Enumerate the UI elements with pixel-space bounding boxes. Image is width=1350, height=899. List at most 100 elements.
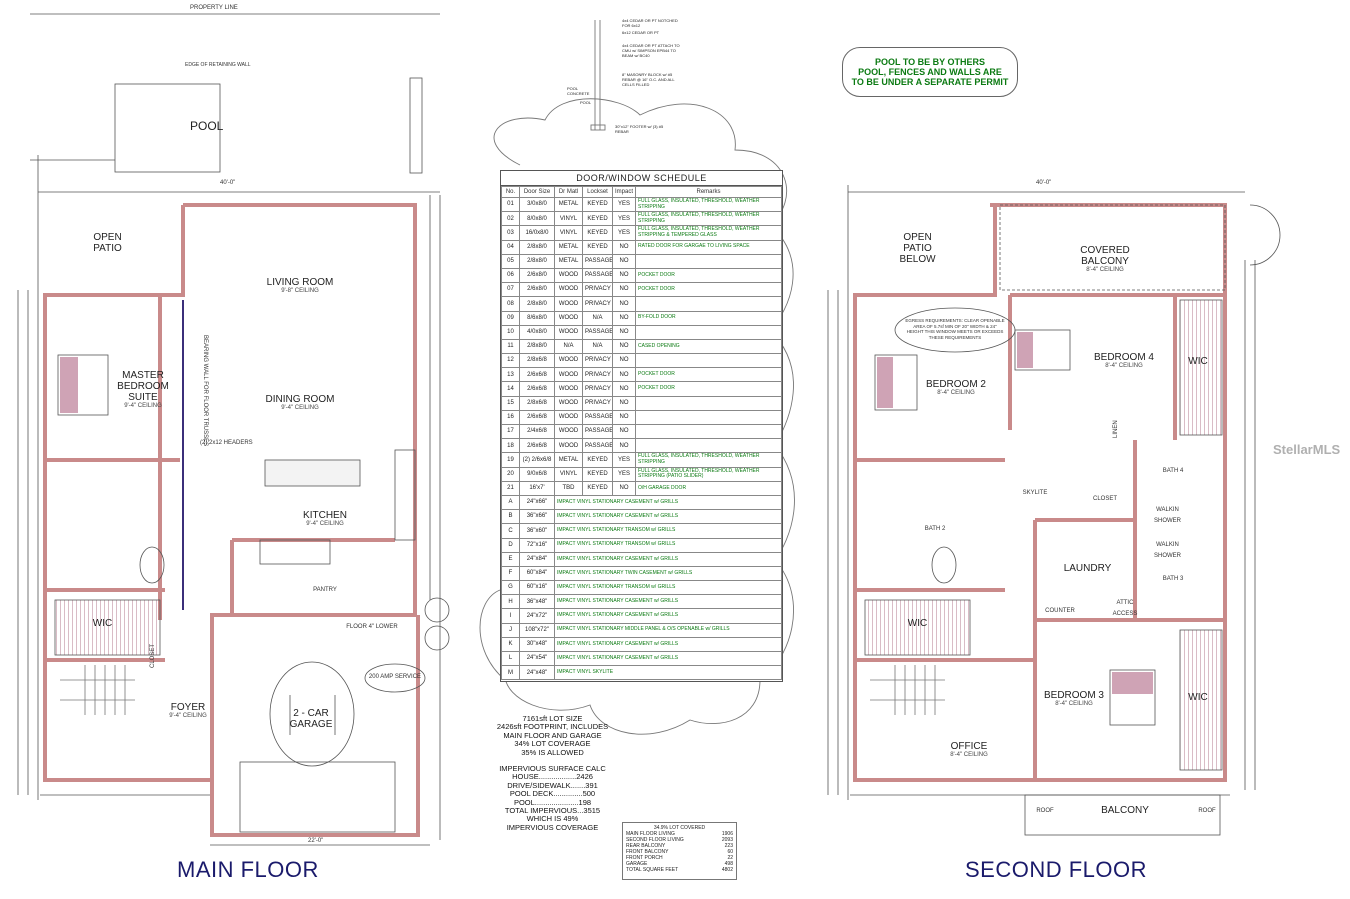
living-room-ceiling: 9'-8" CEILING [281,288,319,294]
covered-balcony-name: COVERED BALCONY [1080,245,1130,267]
schedule-cell: 60"x84" [519,565,555,582]
kitchen-ceiling: 9'-4" CEILING [306,521,344,527]
schedule-cell: PASSAGE [582,324,613,340]
walkin-shower-bath4: WALKIN SHOWER [1154,507,1181,524]
schedule-cell [635,395,782,411]
schedule-cell: 36"x60" [519,523,555,539]
wall-note-7: 30"x12" FOOTER w/ (3) #5 REBAR [615,124,664,134]
bedroom3-ceiling: 8'-4" CEILING [1055,701,1093,707]
skylite-label: SKYLITE [1022,490,1048,496]
schedule-cell: F [501,565,520,582]
schedule-cell: 16 [501,409,520,426]
schedule-cell: 24"x72" [519,608,555,624]
schedule-cell: NO [612,253,636,269]
living-room-name: LIVING ROOM [266,277,334,288]
area-row-label: TOTAL SQUARE FEET [626,867,679,873]
area-table-title: 34.9% LOT COVERED [653,825,706,831]
area-row-label: SECOND FLOOR LIVING [626,837,684,843]
calc-line: POOL DECK..............500 [509,789,596,799]
schedule-cell: NO [612,480,636,496]
schedule-cell: CASED OPENING [635,338,782,355]
foyer-label: FOYER 9'-4" CEILING [162,702,214,720]
open-patio-label: OPEN PATIO [93,232,122,254]
covered-balcony-ceiling: 8'-4" CEILING [1086,267,1124,273]
schedule-cell: WOOD [554,367,583,383]
schedule-cell [635,409,782,426]
foyer-name: FOYER [170,702,206,713]
bath2-label: BATH 2 [924,526,946,532]
pool-label: POOL [190,119,224,133]
floor-lower-label: FLOOR 4" LOWER [346,624,398,630]
living-room-label: LIVING ROOM 9'-8" CEILING [255,277,345,295]
schedule-col-header: Remarks [635,186,782,198]
schedule-cell: 16'x7' [519,480,555,496]
calc-line: DRIVE/SIDEWALK.......391 [507,780,598,790]
open-patio-below-label: OPEN PATIO BELOW [899,232,936,265]
bedroom2-ceiling: 8'-4" CEILING [937,390,975,396]
schedule-cell: KEYED [582,480,613,496]
schedule-cell: PRIVACY [582,367,613,383]
second-wic-label: WIC [907,618,928,629]
schedule-cell: VINYL [554,211,583,227]
schedule-cell: IMPACT VINYL STATIONARY CASEMENT w/ GRIL… [554,594,782,610]
schedule-cell: IMPACT VINYL STATIONARY TWIN CASEMENT w/… [554,565,782,582]
schedule-cell: 2/8x8/0 [519,239,555,255]
linen-label: LINEN [1113,420,1119,438]
schedule-cell: 2/8x6/8 [519,395,555,411]
foyer-ceiling: 9'-4" CEILING [169,713,207,719]
schedule-cell: FULL GLASS, INSULATED, THRESHOLD, WEATHE… [635,196,782,213]
bearing-wall-label: BEARING WALL FOR FLOOR TRUSSES [202,335,208,447]
schedule-col-header: No. [501,186,520,198]
schedule-cell: PASSAGE [582,438,613,454]
service-label: 200 AMP SERVICE [368,674,422,680]
schedule-cell: KEYED [582,466,613,482]
kitchen-name: KITCHEN [303,510,347,521]
pool-note-line2: POOL, FENCES AND WALLS ARE [858,67,1002,77]
pantry-label: PANTRY [313,587,337,593]
schedule-cell: 01 [501,196,520,213]
closet-label: CLOSET [1092,496,1117,502]
schedule-cell: 36"x66" [519,509,555,525]
schedule-cell: POCKET DOOR [635,267,782,284]
schedule-cell: POCKET DOOR [635,282,782,298]
schedule-cell: 07 [501,282,520,298]
schedule-cell [635,353,782,369]
garage-label: 2 - CAR GARAGE [289,708,333,730]
schedule-cell: PASSAGE [582,409,613,426]
bedroom3-label: BEDROOM 3 8'-4" CEILING [1040,690,1108,708]
schedule-cell: NO [612,438,636,454]
covered-balcony-label: COVERED BALCONY 8'-4" CEILING [1055,245,1155,274]
schedule-cell: 03 [501,225,520,241]
schedule-cell: RATED DOOR FOR GARGAE TO LIVING SPACE [635,239,782,255]
schedule-cell: 10 [501,324,520,340]
schedule-cell: FULL GLASS, INSULATED, THRESHOLD, WEATHE… [635,466,782,482]
schedule-cell: WOOD [554,395,583,411]
wall-note-2: 6x12 CEDAR OR PT [622,30,660,35]
schedule-cell: 30"x48" [519,636,555,653]
schedule-col-header: Impact [612,186,636,198]
schedule-cell: N/A [582,338,613,355]
walkin-shower-bath3: WALKIN SHOWER [1154,542,1181,559]
area-row-value: 22 [727,855,733,861]
wic-bedroom4-label: WIC [1188,356,1208,367]
schedule-cell: WOOD [554,282,583,298]
schedule-cell: NO [612,409,636,426]
schedule-cell: YES [612,225,636,241]
schedule-cell: 02 [501,211,520,227]
